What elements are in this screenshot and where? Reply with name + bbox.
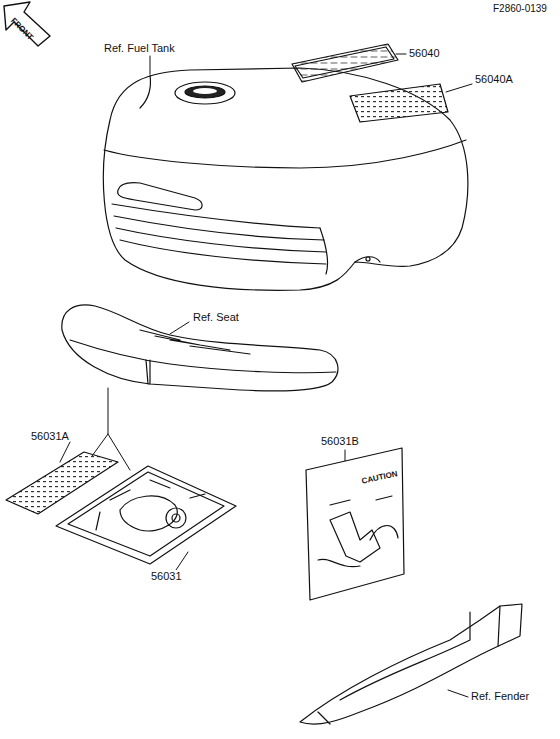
callout-label: 56031 xyxy=(150,570,183,582)
front-arrow xyxy=(4,2,50,46)
rear-fender xyxy=(300,604,522,724)
decal xyxy=(292,44,398,82)
callout-label: Ref. Fender xyxy=(470,690,530,702)
callout-label: 56040A xyxy=(474,73,514,85)
decal-56031B xyxy=(306,448,404,600)
callout-label: 56031B xyxy=(320,435,360,447)
fuel-tank xyxy=(103,68,467,290)
callout-label: Ref. Fuel Tank xyxy=(103,42,176,54)
figure-number: F2860-0139 xyxy=(492,3,548,14)
decal-56031 xyxy=(56,466,236,564)
decal xyxy=(350,84,448,122)
seat xyxy=(62,305,338,391)
callout-label: 56031A xyxy=(30,430,70,442)
decal-border xyxy=(295,47,394,78)
leader-lines xyxy=(60,54,472,697)
callout-label: 56040 xyxy=(408,47,441,59)
callout-label: Ref. Seat xyxy=(192,311,240,323)
